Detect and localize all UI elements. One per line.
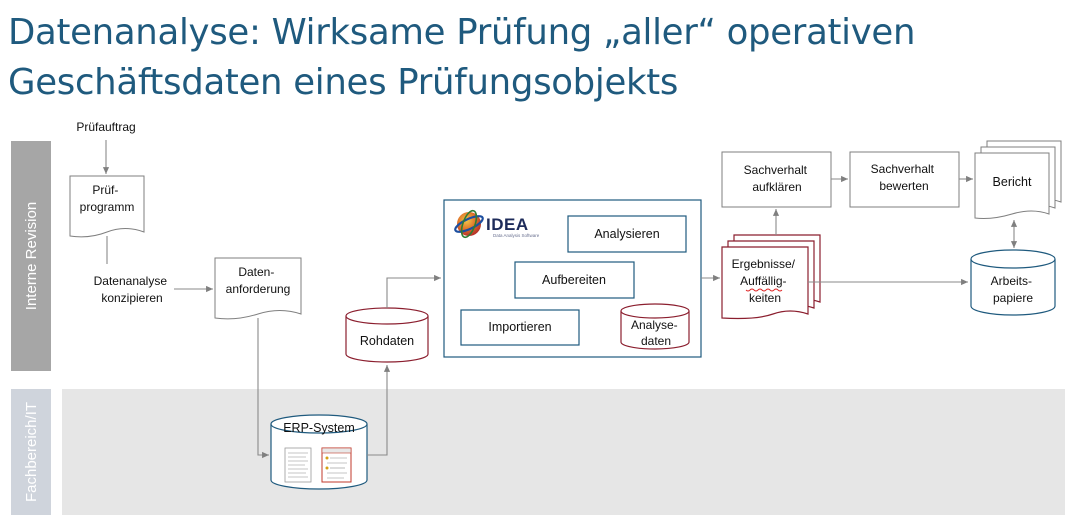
node-sachverhalt-aufklaeren: Sachverhalt aufklären xyxy=(721,151,832,208)
page-title: Datenanalyse: Wirksame Prüfung „aller“ o… xyxy=(8,8,1078,108)
idea-logo-subtitle: Data Analysis Software xyxy=(493,233,540,238)
node-analysieren: Analysieren xyxy=(567,215,687,253)
idea-globe-icon xyxy=(457,212,481,236)
lane-fachbereich-it: Fachbereich/IT xyxy=(11,389,1065,515)
svg-text:Arbeits- papiere: Arbeits- papiere xyxy=(991,274,1036,305)
aufklaeren-line-1: Sachverhalt xyxy=(744,163,808,177)
lane-interne-revision: Interne Revision xyxy=(11,141,51,371)
analysedaten-line-2: daten xyxy=(641,334,671,348)
node-ergebnisse: Ergebnisse/ Auffällig- keiten xyxy=(721,234,821,320)
arrow-datenanforderung-to-erp xyxy=(257,318,269,459)
erp-label: ERP-System xyxy=(283,421,355,435)
arbeitspapiere-line-1: Arbeits- xyxy=(991,274,1032,288)
node-aufbereiten: Aufbereiten xyxy=(514,261,635,299)
aufbereiten-label: Aufbereiten xyxy=(542,273,606,287)
node-erp-system: ERP-System xyxy=(270,414,368,490)
svg-text:Datenanalyse konzipieren: Datenanalyse konzipieren xyxy=(94,274,171,305)
node-pruefauftrag: Prüfauftrag xyxy=(76,120,135,134)
konzipieren-line-1: Datenanalyse xyxy=(94,274,168,288)
node-importieren: Importieren xyxy=(460,309,580,346)
spellcheck-underline xyxy=(745,288,783,292)
bewerten-line-1: Sachverhalt xyxy=(871,162,935,176)
svg-text:Sachverhalt aufklären: Sachverhalt aufklären xyxy=(744,163,811,194)
svg-text:Analyse- daten: Analyse- daten xyxy=(631,318,681,348)
erp-table-thumbnail-icon xyxy=(284,447,312,483)
analysieren-label: Analysieren xyxy=(594,227,659,241)
analysedaten-line-1: Analyse- xyxy=(631,318,678,332)
node-datenanalyse-konzipieren: Datenanalyse konzipieren xyxy=(94,274,171,305)
aufklaeren-line-2: aufklären xyxy=(752,180,801,194)
page-title-line-2: Geschäftsdaten eines Prüfungsobjekts xyxy=(8,62,679,103)
svg-text:Daten- anforderung: Daten- anforderung xyxy=(226,265,291,296)
svg-text:Prüf- programm: Prüf- programm xyxy=(80,183,135,214)
rohdaten-label: Rohdaten xyxy=(360,334,414,348)
datenanforderung-line-2: anforderung xyxy=(226,282,291,296)
erp-key-table-icon xyxy=(321,447,352,483)
node-analysedaten: Analyse- daten xyxy=(620,303,690,350)
svg-text:Ergebnisse/ Auffällig-: Ergebnisse/ Auffällig- keiten xyxy=(732,257,799,305)
arbeitspapiere-line-2: papiere xyxy=(993,291,1033,305)
idea-logo: IDEA Data Analysis Software xyxy=(454,209,540,239)
node-arbeitspapiere: Arbeits- papiere xyxy=(970,249,1056,316)
lane-label-interne-revision: Interne Revision xyxy=(23,202,40,310)
node-datenanforderung: Daten- anforderung xyxy=(214,257,302,320)
page-title-line-1: Datenanalyse: Wirksame Prüfung „aller“ o… xyxy=(8,12,916,53)
svg-text:Sachverhalt bewerten: Sachverhalt bewerten xyxy=(871,162,938,193)
lane-label-fachbereich-it: Fachbereich/IT xyxy=(23,402,40,502)
bewerten-line-2: bewerten xyxy=(879,179,928,193)
node-rohdaten: Rohdaten xyxy=(345,307,429,363)
konzipieren-line-2: konzipieren xyxy=(101,291,162,305)
arrow-rohdaten-to-idea xyxy=(386,274,441,308)
idea-logo-text: IDEA xyxy=(486,215,529,234)
node-pruefprogramm: Prüf- programm xyxy=(69,175,145,238)
ergebnisse-line-2: Auffällig- xyxy=(740,274,786,288)
node-sachverhalt-bewerten: Sachverhalt bewerten xyxy=(849,151,960,208)
arrow-erp-to-rohdaten xyxy=(367,365,391,456)
ergebnisse-line-1: Ergebnisse/ xyxy=(732,257,796,271)
datenanforderung-line-1: Daten- xyxy=(238,265,274,279)
node-bericht: Bericht xyxy=(974,140,1062,219)
ergebnisse-line-3: keiten xyxy=(749,291,781,305)
pruefprogramm-line-2: programm xyxy=(80,200,135,214)
idea-container: IDEA Data Analysis Software Analysieren … xyxy=(443,199,702,358)
importieren-label: Importieren xyxy=(488,320,551,334)
pruefprogramm-line-1: Prüf- xyxy=(92,183,118,197)
bericht-label: Bericht xyxy=(993,175,1032,189)
